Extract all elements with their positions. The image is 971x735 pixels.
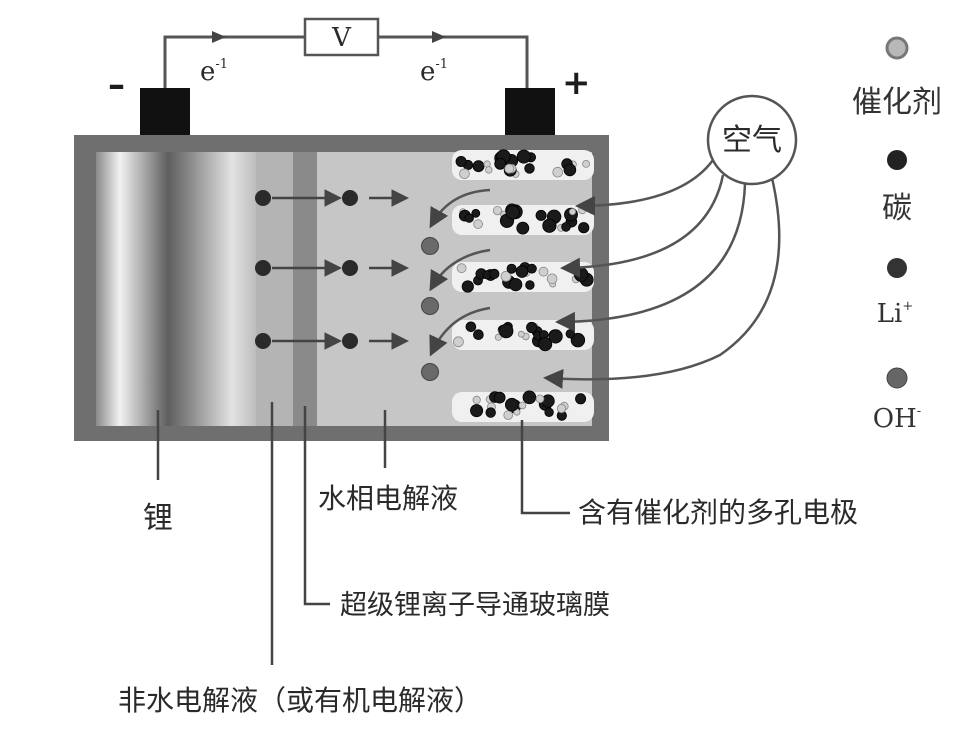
li-ion-dot xyxy=(342,190,358,206)
catalyst-particle xyxy=(536,395,544,403)
catalyst-particle xyxy=(583,160,590,167)
voltmeter: V xyxy=(305,19,378,55)
catalyst-particle xyxy=(473,396,480,403)
carbon-particle xyxy=(517,150,530,163)
catalyst-legend-dot xyxy=(887,38,907,58)
electron-label-left: e-1 xyxy=(200,57,228,87)
hydroxide-legend-label: OH- xyxy=(873,404,921,434)
carbon-particle xyxy=(564,164,576,176)
carbon-particle xyxy=(494,392,505,403)
lithium-label: 锂 xyxy=(143,501,173,536)
catalyst-particle xyxy=(553,167,563,177)
catalyst-particle xyxy=(539,267,548,276)
carbon-particle xyxy=(523,391,536,404)
carbon-particle xyxy=(517,222,529,234)
catalyst-particle xyxy=(474,220,483,229)
carbon-legend-label: 碳 xyxy=(882,191,912,226)
aqueous-electrolyte-label: 水相电解液 xyxy=(318,482,458,515)
li-ion-dot xyxy=(255,190,271,206)
carbon-particle xyxy=(526,281,535,290)
carbon-particle xyxy=(516,266,528,278)
legend: 催化剂 碳 Li+ OH- xyxy=(852,38,942,434)
carbon-particle xyxy=(462,281,473,292)
catalyst-particle xyxy=(569,209,575,215)
catalyst-particle xyxy=(453,337,463,347)
carbon-particle xyxy=(576,394,586,404)
carbon-particle xyxy=(542,395,554,407)
catalyst-particle xyxy=(557,404,565,412)
li-ion-dot xyxy=(342,260,358,276)
carbon-particle xyxy=(466,322,476,332)
positive-terminal xyxy=(505,88,555,136)
carbon-particle xyxy=(574,268,588,282)
carbon-particle xyxy=(506,206,519,219)
carbon-particle xyxy=(505,398,518,411)
carbon-particle xyxy=(545,408,554,417)
carbon-particle xyxy=(456,156,466,166)
carbon-particle xyxy=(527,322,537,332)
porous-electrode-label: 含有催化剂的多孔电极 xyxy=(578,496,858,529)
catalyst-particle xyxy=(518,331,524,337)
carbon-particle xyxy=(566,330,575,339)
carbon-particle xyxy=(499,324,513,338)
oh-ion-dot xyxy=(422,298,439,315)
glass-membrane-label: 超级锂离子导通玻璃膜 xyxy=(340,590,610,621)
oh-ion-dot xyxy=(422,364,439,381)
oh-ion-dot xyxy=(422,238,439,255)
catalyst-particle xyxy=(505,164,514,173)
carbon-particle xyxy=(465,214,474,223)
catalyst-particle xyxy=(519,402,526,409)
catalyst-particle xyxy=(579,206,586,213)
catalyst-particle xyxy=(486,167,493,174)
carbon-legend-dot xyxy=(887,150,907,170)
catalyst-particle xyxy=(493,206,501,214)
positive-terminal-sign: + xyxy=(562,63,591,103)
carbon-particle xyxy=(579,223,589,233)
carbon-particle xyxy=(474,330,484,340)
carbon-particle xyxy=(490,269,499,278)
air-label: 空气 xyxy=(722,123,782,158)
li-ion-dot xyxy=(342,333,358,349)
carbon-particle xyxy=(543,219,556,232)
lithium-anode xyxy=(96,152,256,426)
catalyst-particle xyxy=(547,274,557,284)
electron-label-right: e-1 xyxy=(420,57,448,87)
negative-terminal xyxy=(140,88,190,136)
carbon-particle xyxy=(473,161,484,172)
leader-lines xyxy=(158,402,570,665)
li-ion-dot xyxy=(255,260,271,276)
carbon-particle xyxy=(486,408,496,418)
catalyst-particle xyxy=(460,169,470,179)
catalyst-legend-label: 催化剂 xyxy=(852,85,942,120)
carbon-particle xyxy=(562,223,571,232)
catalyst-particle xyxy=(504,411,513,420)
carbon-particle xyxy=(495,158,506,169)
carbon-particle xyxy=(507,264,516,273)
catalyst-particle xyxy=(457,264,466,273)
li-ion-dot xyxy=(255,333,271,349)
carbon-particle xyxy=(527,264,536,273)
voltmeter-label: V xyxy=(331,23,352,53)
li-ion-legend-label: Li+ xyxy=(877,299,914,329)
hydroxide-legend-dot xyxy=(887,368,907,388)
negative-terminal-sign: – xyxy=(108,65,125,105)
carbon-particle xyxy=(510,278,522,290)
glass-membrane xyxy=(293,152,317,426)
li-ion-legend-dot xyxy=(887,258,907,278)
carbon-particle xyxy=(549,330,562,343)
carbon-particle xyxy=(471,405,483,417)
carbon-particle xyxy=(536,210,546,220)
nonaqueous-electrolyte-label: 非水电解液（或有机电解液） xyxy=(118,684,482,717)
carbon-particle xyxy=(525,164,535,174)
